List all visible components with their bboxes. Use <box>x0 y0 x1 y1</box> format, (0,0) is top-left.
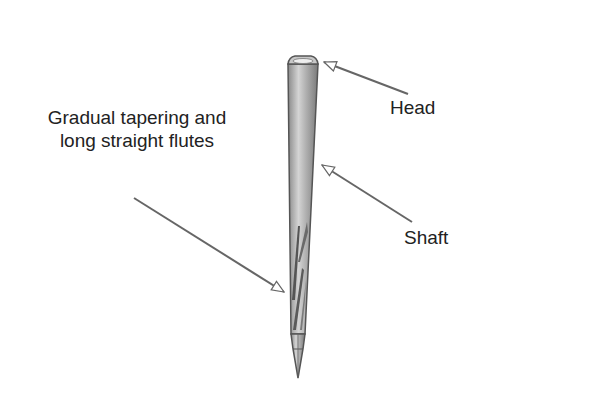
leader-arrow <box>324 62 408 94</box>
part-label: Shaft <box>404 226 494 249</box>
flute <box>292 226 300 300</box>
head-face <box>293 59 313 64</box>
flute <box>298 222 308 262</box>
leader-arrow <box>134 198 284 292</box>
extractor-head <box>288 56 318 64</box>
leader-arrow <box>322 165 412 222</box>
extractor-tip <box>291 334 305 378</box>
tip-ridge <box>298 334 299 378</box>
feature-label: Gradual tapering and long straight flute… <box>32 106 242 152</box>
extractor-shaft <box>288 64 318 334</box>
part-label: Head <box>390 96 470 119</box>
flute <box>300 280 306 330</box>
